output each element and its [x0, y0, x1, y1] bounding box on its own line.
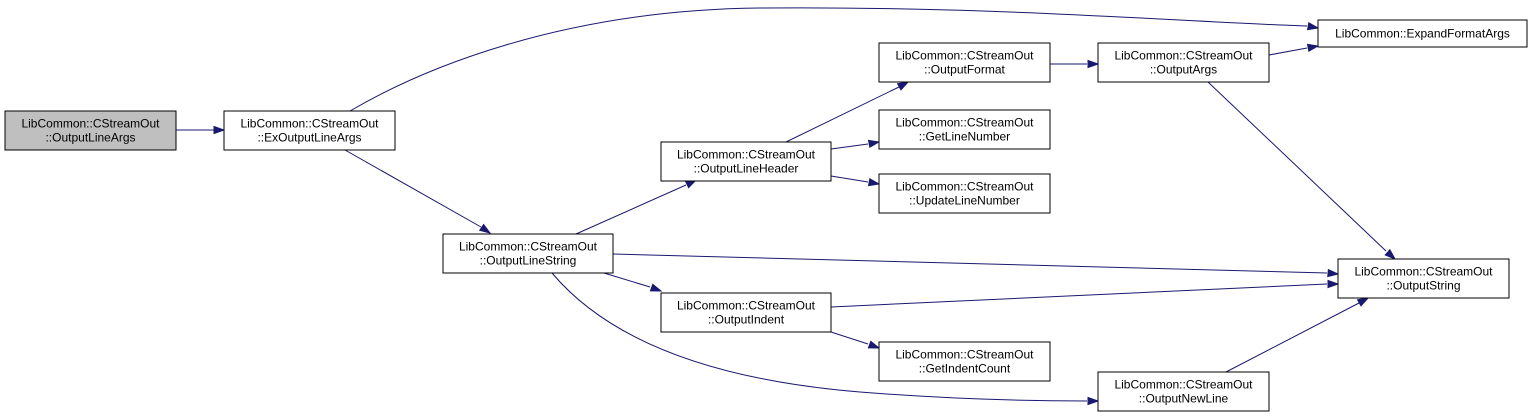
- nodes-layer: LibCommon::CStreamOut::OutputLineArgsLib…: [4, 19, 1528, 412]
- edge-line: [349, 7, 1308, 112]
- node-label-method: ::GetLineNumber: [919, 130, 1010, 144]
- edge-outputindent-to-outputstring: [830, 279, 1340, 308]
- node-label-namespace: LibCommon::CStreamOut: [459, 240, 598, 254]
- arrowhead: [478, 223, 492, 234]
- node-label-namespace: LibCommon::CStreamOut: [677, 299, 816, 313]
- node-label-method: ::UpdateLineNumber: [909, 194, 1020, 208]
- node-outputformat[interactable]: LibCommon::CStreamOut::OutputFormat: [878, 42, 1051, 83]
- node-box[interactable]: [878, 341, 1051, 382]
- edge-line: [1268, 47, 1308, 56]
- node-label-method: ::GetIndentCount: [919, 362, 1011, 376]
- node-box[interactable]: [878, 173, 1051, 214]
- arrowhead: [867, 139, 881, 149]
- edge-line: [1225, 302, 1360, 373]
- arrowhead: [867, 340, 881, 349]
- edge-outputargs-to-outputstring: [1207, 81, 1397, 261]
- node-getlinenumber[interactable]: LibCommon::CStreamOut::GetLineNumber: [878, 109, 1051, 150]
- arrowhead: [213, 125, 226, 135]
- node-label-method: ::OutputNewLine: [1139, 392, 1229, 406]
- node-label-namespace: LibCommon::CStreamOut: [1114, 378, 1253, 392]
- arrowhead: [1356, 297, 1370, 307]
- node-box[interactable]: [1097, 371, 1270, 412]
- edge-outputlineheader-to-outputformat: [785, 81, 910, 143]
- arrowhead: [867, 177, 881, 187]
- node-box[interactable]: [223, 110, 396, 151]
- node-box[interactable]: [878, 42, 1051, 83]
- edge-outputnewline-to-outputstring: [1225, 297, 1370, 373]
- arrowhead: [1087, 59, 1100, 69]
- arrowhead: [1327, 268, 1340, 278]
- edge-line: [612, 253, 1328, 274]
- node-label-method: ::OutputString: [1386, 279, 1460, 293]
- node-box[interactable]: [1097, 42, 1270, 83]
- node-label-method: ::OutputFormat: [924, 63, 1005, 77]
- node-label-namespace: LibCommon::CStreamOut: [895, 49, 1034, 63]
- node-outputlineargs[interactable]: LibCommon::CStreamOut::OutputLineArgs: [4, 110, 177, 151]
- edge-line: [603, 272, 651, 288]
- edge-outputindent-to-getindentcount: [830, 331, 881, 349]
- node-updatelinenumber[interactable]: LibCommon::CStreamOut::UpdateLineNumber: [878, 173, 1051, 214]
- node-outputstring[interactable]: LibCommon::CStreamOut::OutputString: [1337, 258, 1510, 299]
- edge-exoutputlineargs-to-outputlinestring: [344, 149, 492, 234]
- node-box[interactable]: [4, 110, 177, 151]
- edge-outputlinestring-to-outputnewline: [551, 272, 1100, 406]
- node-label-namespace: LibCommon::CStreamOut: [1354, 265, 1493, 279]
- arrowhead: [1306, 43, 1320, 53]
- edge-outputlinestring-to-outputstring: [612, 253, 1340, 278]
- node-label-namespace: LibCommon::ExpandFormatArgs: [1335, 27, 1510, 41]
- node-getindentcount[interactable]: LibCommon::CStreamOut::GetIndentCount: [878, 341, 1051, 382]
- edge-outputlineheader-to-updatelinenumber: [830, 175, 881, 187]
- edge-outputlineargs-to-exoutputlineargs: [176, 125, 226, 135]
- edge-outputformat-to-outputargs: [1050, 59, 1100, 69]
- edge-outputargs-to-expandformatargs: [1268, 43, 1320, 56]
- edge-line: [344, 149, 482, 228]
- node-outputlineheader[interactable]: LibCommon::CStreamOut::OutputLineHeader: [660, 141, 832, 182]
- node-label-namespace: LibCommon::CStreamOut: [677, 148, 816, 162]
- edge-outputlineheader-to-getlinenumber: [830, 139, 881, 150]
- node-label-namespace: LibCommon::CStreamOut: [1114, 49, 1253, 63]
- edge-line: [785, 86, 900, 143]
- node-box[interactable]: [660, 141, 832, 182]
- node-outputlinestring[interactable]: LibCommon::CStreamOut::OutputLineString: [442, 233, 614, 274]
- edge-line: [830, 175, 869, 183]
- node-box[interactable]: [660, 292, 832, 333]
- arrowhead: [1306, 21, 1320, 31]
- node-label-method: ::OutputLineArgs: [45, 131, 135, 145]
- edges-layer: [176, 7, 1397, 406]
- arrowhead: [1384, 248, 1397, 261]
- node-label-method: ::OutputLineString: [480, 254, 577, 268]
- node-label-method: ::ExOutputLineArgs: [257, 131, 361, 145]
- node-box[interactable]: [878, 109, 1051, 150]
- node-outputargs[interactable]: LibCommon::CStreamOut::OutputArgs: [1097, 42, 1270, 83]
- arrowhead: [896, 81, 910, 91]
- node-label-namespace: LibCommon::CStreamOut: [21, 117, 160, 131]
- edge-line: [830, 283, 1328, 308]
- node-label-namespace: LibCommon::CStreamOut: [895, 348, 1034, 362]
- node-label-method: ::OutputIndent: [708, 313, 785, 327]
- node-label-method: ::OutputLineHeader: [694, 162, 799, 176]
- node-box[interactable]: [1337, 258, 1510, 299]
- node-box[interactable]: [442, 233, 614, 274]
- node-box[interactable]: [1317, 19, 1528, 48]
- arrowhead: [1327, 279, 1340, 289]
- edge-line: [830, 331, 869, 345]
- node-label-namespace: LibCommon::CStreamOut: [895, 180, 1034, 194]
- edge-line: [551, 272, 1088, 402]
- edge-line: [1207, 81, 1387, 252]
- node-label-namespace: LibCommon::CStreamOut: [895, 116, 1034, 130]
- node-label-namespace: LibCommon::CStreamOut: [240, 117, 379, 131]
- node-expandformatargs[interactable]: LibCommon::ExpandFormatArgs: [1317, 19, 1528, 48]
- edge-exoutputlineargs-to-expandformatargs: [349, 7, 1320, 112]
- node-label-method: ::OutputArgs: [1150, 63, 1217, 77]
- node-outputindent[interactable]: LibCommon::CStreamOut::OutputIndent: [660, 292, 832, 333]
- edge-outputlinestring-to-outputlineheader: [575, 179, 698, 235]
- edge-line: [830, 143, 869, 150]
- edge-outputlinestring-to-outputindent: [603, 272, 663, 292]
- node-exoutputlineargs[interactable]: LibCommon::CStreamOut::ExOutputLineArgs: [223, 110, 396, 151]
- edge-line: [575, 184, 687, 235]
- node-outputnewline[interactable]: LibCommon::CStreamOut::OutputNewLine: [1097, 371, 1270, 412]
- arrowhead: [1087, 396, 1100, 406]
- arrowhead: [649, 283, 663, 292]
